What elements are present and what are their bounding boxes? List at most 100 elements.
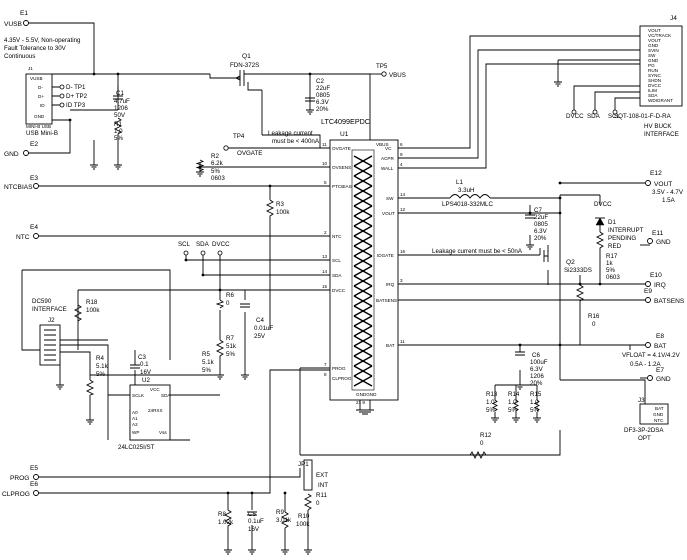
e3-label: NTCBIAS (4, 184, 33, 191)
u1-pin-sw-num: 14 (400, 192, 406, 197)
j3-battery-connector: J3 BAT GND NTC DF3-3P-2DSA OPT (624, 397, 669, 442)
jp1-v2: INT (318, 482, 328, 489)
d1-v1: INTERRUPT (608, 227, 644, 234)
r14-resistor: R14 1.0 5% (508, 391, 520, 414)
u1-left-pins: 11 OVGATE 10 OVSENS 5 PTCBIAS 2 NTC 13 S… (322, 142, 352, 381)
u1-thermal-pad-hatch (353, 155, 373, 387)
u1-pin-bat: BAT (386, 343, 395, 348)
u1-pin-irq-num: 3 (400, 278, 403, 283)
r4-v1: 5.1k (96, 363, 109, 370)
e11-label: GND (656, 239, 671, 246)
e2-terminal (23, 150, 29, 156)
u1-pin-sda-num: 14 (322, 269, 328, 274)
u1-pin-ptcbias: PTCBIAS (332, 184, 352, 189)
r3-ref: R3 (276, 201, 284, 208)
u1-pin-wall: WALL (381, 166, 394, 171)
c7-ref: C7 (534, 207, 542, 214)
u1-pin-prog: PROG (332, 366, 346, 371)
vbus-label: VBUS (389, 72, 406, 79)
r13-ref: R13 (486, 391, 498, 398)
u1-pin-clprog: CLPROG (332, 376, 352, 381)
d1-ref: D1 (608, 219, 616, 226)
net-dvcc: DVCC (212, 241, 230, 248)
j4-pin-9: SYNC (648, 73, 661, 78)
i2c-nets: SCL SDA DVCC (178, 241, 230, 256)
u2-vcc: VCC (150, 387, 160, 392)
leak-note-2: Leakage current must be < 50nA (432, 248, 523, 255)
e8-desc1: VFLOAT = 4.1V/4.2V (622, 352, 681, 359)
jp1-v1: EXT (316, 472, 328, 479)
u2-pin-sda: SDA (161, 393, 171, 398)
j3-part1: DF3-3P-2DSA (624, 427, 664, 434)
tp5-label: TP5 (376, 63, 388, 70)
j3-ref: J3 (638, 397, 645, 404)
u1-pin-ovsens: OVSENS (332, 165, 351, 170)
u1-pin-vout: VOUT (382, 211, 395, 216)
j4-pin-10: SHDN (648, 78, 661, 83)
c7-v1: 22uF (534, 214, 548, 221)
j4-pin-5: SW (648, 53, 656, 58)
u1-top-pin: VBUS (376, 142, 389, 147)
c7-v3: 6.3V (534, 228, 548, 235)
u2-pin-a1: A1 (132, 416, 138, 421)
leak-note-1b: must be < 400nA (272, 138, 320, 145)
r6-resistor: R6 0 (215, 292, 234, 309)
l1-v1: 3.3uH (458, 187, 475, 194)
c6-v4: 20% (530, 380, 543, 387)
u1-pin-batsens: BATSENS (376, 298, 397, 303)
r9-resistor: R9 3.01k (276, 509, 292, 529)
j4-pin-4: SVIN (648, 48, 659, 53)
e1-ref: E1 (20, 10, 28, 17)
r1-ref: R1 (114, 121, 122, 128)
net-scl: SCL (178, 241, 191, 248)
r5-ref: R5 (202, 351, 210, 358)
j1-pin-dminus: D- (38, 85, 43, 90)
j3-part2: OPT (638, 435, 651, 442)
leak-note-1a: Leakage current (268, 130, 313, 137)
u1-pin-acpr: ACPR (381, 156, 394, 161)
dvcc2-label: DVCC (594, 201, 612, 208)
j4-net-dvcc: DVCC (566, 113, 584, 120)
u1-pin-sw: SW (386, 196, 394, 201)
u1-pin-wall-num: 4 (400, 162, 403, 167)
u1-pin-scl: SCL (332, 258, 341, 263)
j1-part1: MINI-B USB (26, 124, 51, 129)
u1-pin-irq: IRQ (386, 282, 395, 287)
e1-desc1: 4.35V - 5.5V, Non-operating (4, 37, 81, 44)
e5-terminal (33, 474, 39, 480)
ovgate-label: OVGATE (237, 150, 262, 157)
e2-ref: E2 (30, 141, 38, 148)
u1-pin-ovgate-num: 11 (322, 142, 327, 147)
j1-pin-id: ID (40, 103, 45, 108)
r8-ref: R8 (218, 511, 226, 518)
r1-resistor: R1 1.0 5% (113, 117, 123, 142)
r13-v1: 1.0 (486, 399, 495, 406)
c6-v3: 1206 (530, 373, 544, 380)
r11-v1: 0 (316, 500, 320, 507)
j4-pin-11: DVCC (648, 83, 662, 88)
j4-pin-2: VOUT (648, 38, 661, 43)
ground-symbols (56, 81, 562, 555)
r4-v2: 5% (96, 371, 105, 378)
r11-ref: R11 (316, 492, 327, 499)
e9-label: BATSENS (654, 298, 685, 305)
u2-pin-sclk: SCLK (132, 393, 145, 398)
e9-ref: E9 (644, 288, 652, 295)
j1-ref: J1 (28, 66, 33, 71)
junction-dots (68, 72, 602, 495)
tp2-label: D+ TP2 (66, 93, 88, 100)
c1-v2: 1206 (114, 105, 128, 112)
r9-ref: R9 (276, 509, 284, 516)
j4-pin-0: VOUT (648, 28, 661, 33)
d1-v3: RED (608, 243, 622, 250)
j1-pin-dplus: D+ (38, 94, 44, 99)
q1-part: FDN-372S (230, 62, 259, 69)
j3-pin-bat: BAT (655, 406, 664, 411)
r17-ref: R17 (606, 253, 618, 260)
e12-desc2: 1.5A (662, 197, 676, 204)
e4-label: NTC (16, 234, 30, 241)
r6-v1: 0 (226, 300, 230, 307)
r2-v1: 6.2k (211, 160, 224, 167)
r17-v1: 1k (606, 260, 613, 267)
